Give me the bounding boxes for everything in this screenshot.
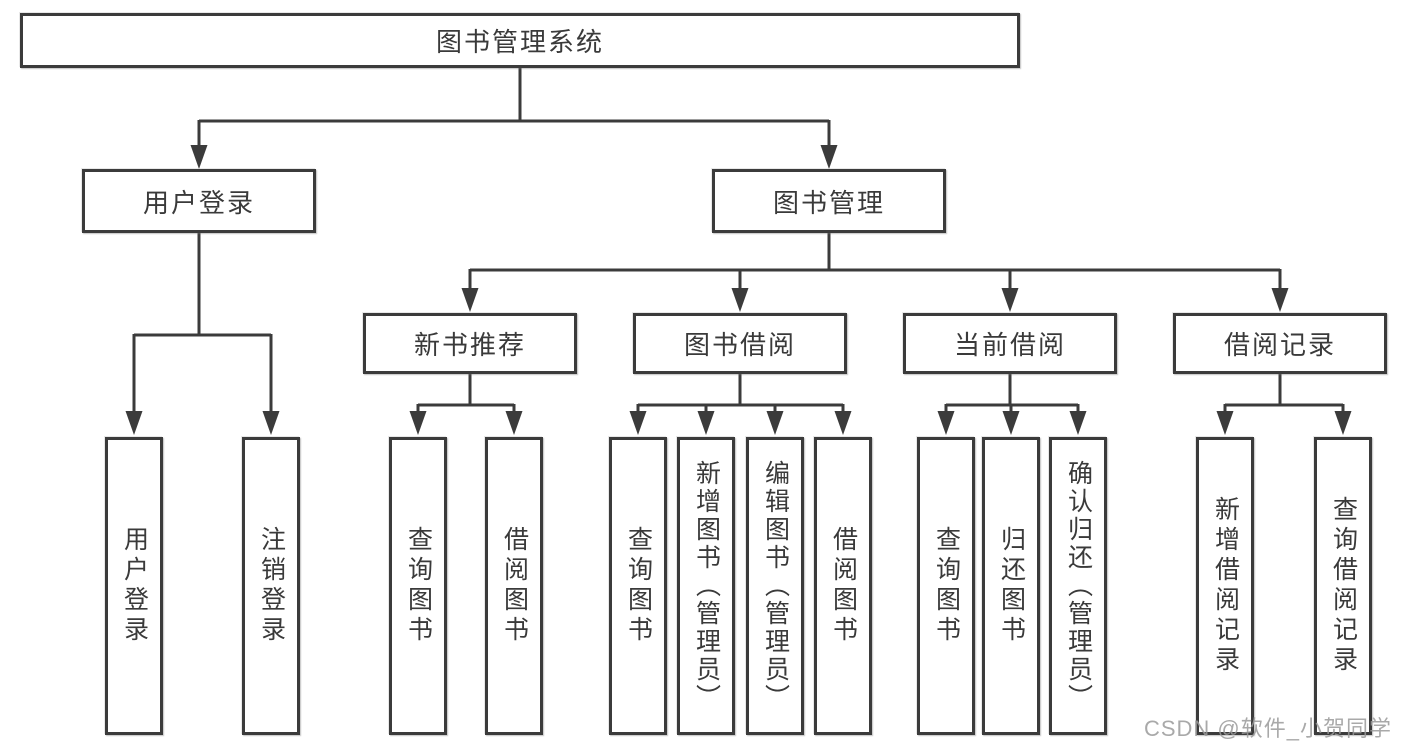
node-query-books-borrow: 查询图书: [609, 437, 667, 735]
node-borrow-books: 借阅图书: [814, 437, 872, 735]
node-edit-books-admin-label: 编辑图书（管理员）: [761, 460, 790, 712]
node-book-borrowing: 图书借阅: [633, 313, 847, 374]
node-add-books-admin: 新增图书（管理员）: [677, 437, 735, 735]
node-edit-books-admin: 编辑图书（管理员）: [746, 437, 804, 735]
node-user-login-label: 用户登录: [142, 187, 255, 218]
node-user-login-leaf: 用户登录: [105, 437, 163, 735]
arrow-borrowing-records: [1271, 288, 1289, 312]
node-logout: 注销登录: [242, 437, 300, 735]
node-borrow-books-label: 借阅图书: [829, 526, 858, 646]
arrow-query-record: [1334, 411, 1352, 435]
node-borrow-books-recommend: 借阅图书: [485, 437, 543, 735]
node-library-system-label: 图书管理系统: [435, 27, 604, 57]
node-confirm-return-admin: 确认归还（管理员）: [1049, 437, 1107, 735]
node-query-borrow-record-label: 查询借阅记录: [1329, 496, 1358, 676]
node-book-management-label: 图书管理: [772, 187, 885, 218]
node-add-borrow-record: 新增借阅记录: [1196, 437, 1254, 735]
arrow-return-books: [1002, 411, 1020, 435]
node-return-books: 归还图书: [982, 437, 1040, 735]
node-add-borrow-record-label: 新增借阅记录: [1211, 496, 1240, 676]
node-query-books-current: 查询图书: [917, 437, 975, 735]
node-query-books-borrow-label: 查询图书: [624, 526, 653, 646]
arrow-add-record: [1216, 411, 1234, 435]
arrow-new-book-rec: [461, 288, 479, 312]
node-library-system: 图书管理系统: [20, 13, 1020, 68]
node-book-management: 图书管理: [712, 169, 946, 233]
node-borrowing-records: 借阅记录: [1173, 313, 1387, 374]
node-borrowing-records-label: 借阅记录: [1223, 330, 1336, 360]
arrow-borrow-books-rec: [505, 411, 523, 435]
arrow-current-borrowing: [1001, 288, 1019, 312]
node-query-books-recommend: 查询图书: [389, 437, 447, 735]
node-confirm-return-admin-label: 确认归还（管理员）: [1064, 460, 1093, 712]
arrow-query-books-rec: [409, 411, 427, 435]
node-user-login: 用户登录: [82, 169, 316, 233]
arrow-query-books-borrow: [629, 411, 647, 435]
arrow-book-management: [820, 145, 838, 169]
node-query-borrow-record: 查询借阅记录: [1314, 437, 1372, 735]
arrow-logout-leaf: [262, 411, 280, 435]
node-add-books-admin-label: 新增图书（管理员）: [692, 460, 721, 712]
arrow-user-login-leaf: [125, 411, 143, 435]
node-logout-label: 注销登录: [257, 526, 286, 646]
arrow-confirm-return: [1069, 411, 1087, 435]
node-query-books-current-label: 查询图书: [932, 526, 961, 646]
arrow-book-borrowing: [731, 288, 749, 312]
node-current-borrowing: 当前借阅: [903, 313, 1117, 374]
node-borrow-books-recommend-label: 借阅图书: [500, 526, 529, 646]
arrow-query-books-current: [937, 411, 955, 435]
arrow-borrow-books: [834, 411, 852, 435]
arrow-user-login: [190, 145, 208, 169]
node-current-borrowing-label: 当前借阅: [953, 330, 1066, 360]
node-new-book-recommendation-label: 新书推荐: [413, 330, 526, 360]
arrow-edit-books: [766, 411, 784, 435]
node-return-books-label: 归还图书: [997, 526, 1026, 646]
node-user-login-leaf-label: 用户登录: [120, 526, 149, 646]
node-book-borrowing-label: 图书借阅: [683, 330, 796, 360]
node-query-books-recommend-label: 查询图书: [404, 526, 433, 646]
csdn-watermark: CSDN @软件_小贺同学: [1143, 716, 1392, 741]
node-new-book-recommendation: 新书推荐: [363, 313, 577, 374]
arrow-add-books: [697, 411, 715, 435]
